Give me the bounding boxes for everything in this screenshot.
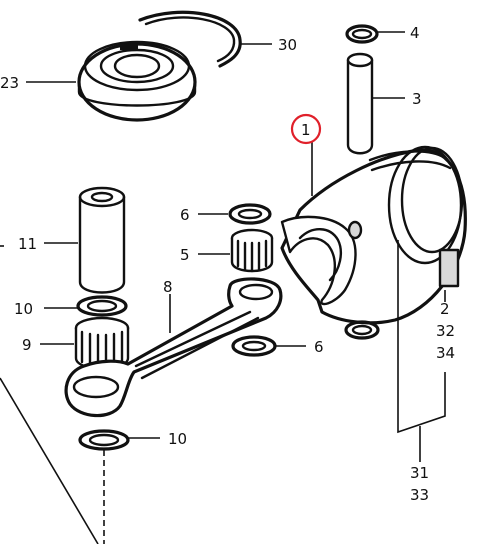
callout-5: 5 xyxy=(180,246,190,264)
highlight-circle xyxy=(290,113,322,145)
callout-1: 1 xyxy=(301,121,311,139)
callout-31: 31 xyxy=(410,464,429,482)
axis-line-left xyxy=(0,377,99,544)
callout-3: 3 xyxy=(412,90,422,108)
thrust-washer-10-upper xyxy=(76,295,128,317)
seal-spring-mark xyxy=(120,44,138,50)
callout-10-lower: 10 xyxy=(168,430,187,448)
callout-6-lower: 6 xyxy=(314,338,324,356)
leader-34 xyxy=(397,240,446,434)
circlip-lower xyxy=(344,320,380,340)
piston-1 xyxy=(280,145,467,325)
washer-6-lower xyxy=(231,335,277,357)
oil-seal-23 xyxy=(77,40,197,122)
callout-10-upper: 10 xyxy=(14,300,33,318)
callout-9: 9 xyxy=(22,336,32,354)
thrust-washer-10-lower xyxy=(78,429,130,451)
piston-pin-3 xyxy=(346,52,374,155)
callout-30: 30 xyxy=(278,36,297,54)
callout-8: 8 xyxy=(163,278,173,296)
circlip-4 xyxy=(345,24,379,44)
callout-11: 11 xyxy=(18,235,37,253)
callout-32: 32 xyxy=(436,322,455,340)
callout-33: 33 xyxy=(410,486,429,504)
callout-4: 4 xyxy=(410,24,420,42)
callout-34: 34 xyxy=(436,344,455,362)
crank-pin-11 xyxy=(78,186,126,294)
callout-6-upper: 6 xyxy=(180,206,190,224)
callout-23: 23 xyxy=(0,74,19,92)
snap-ring-30 xyxy=(138,10,242,68)
piston-ring-end xyxy=(438,248,460,288)
connecting-rod-8 xyxy=(64,277,283,418)
callout-2: 2 xyxy=(440,300,450,318)
needle-bearing-5 xyxy=(230,228,274,273)
washer-6-upper xyxy=(228,203,272,225)
